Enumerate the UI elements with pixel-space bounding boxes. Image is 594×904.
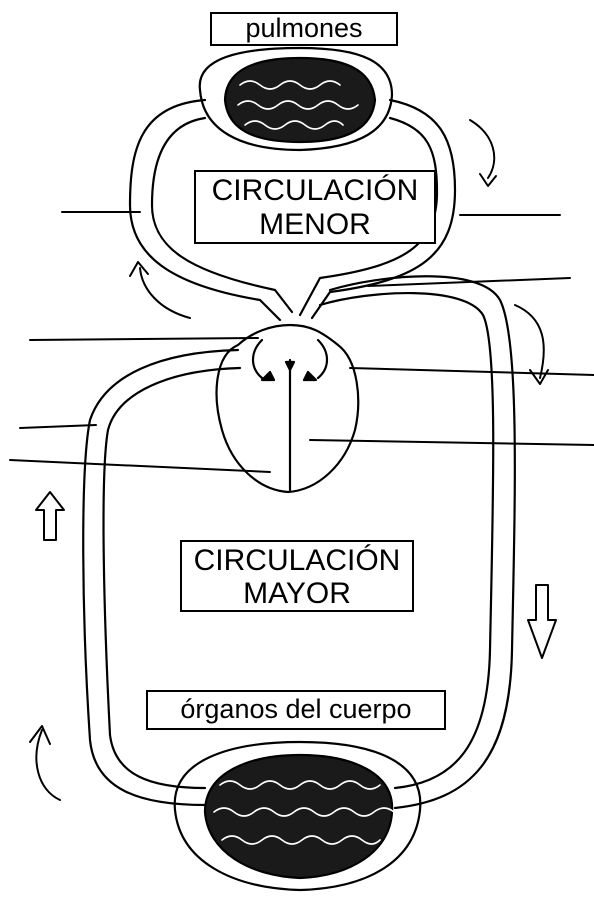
- pulmonary-artery-outer: [310, 98, 457, 320]
- pulmonary-vein-inner: [150, 116, 294, 314]
- minor-circulation-line2: MENOR: [259, 208, 371, 241]
- heart-atria: [251, 338, 329, 380]
- minor-circulation-label: CIRCULACIÓN MENOR: [194, 170, 436, 244]
- heart-valves: [260, 370, 318, 382]
- major-circulation-label: CIRCULACIÓN MAYOR: [180, 540, 414, 612]
- major-circulation-line1: CIRCULACIÓN: [193, 544, 401, 577]
- leader-line-right-4: [309, 439, 594, 446]
- heart-center-mark: [284, 360, 296, 372]
- arrow-up-left: [35, 491, 65, 541]
- lungs-label-text: pulmones: [245, 13, 363, 43]
- heart: [215, 323, 360, 494]
- organ-capillary-mass: [203, 753, 394, 880]
- lung-capillary-bed: [198, 46, 394, 152]
- leader-line-right-2: [367, 277, 571, 287]
- pulmonary-vein-outer: [128, 98, 282, 322]
- flow-arrows: [29, 119, 557, 801]
- arrow-down-right: [527, 584, 557, 659]
- arrow-return-left: [129, 261, 191, 319]
- major-circulation-line2: MAYOR: [243, 577, 351, 610]
- organ-outline: [173, 740, 422, 892]
- body-organs-label-text: órganos del cuerpo: [180, 694, 412, 724]
- lung-capillary-mass: [223, 56, 377, 144]
- minor-circulation-line1: CIRCULACIÓN: [211, 174, 419, 207]
- leader-line-left-3: [19, 424, 97, 429]
- arrow-organs-left: [29, 725, 61, 801]
- arrow-aorta-right: [514, 304, 549, 385]
- lung-outline: [198, 46, 394, 152]
- vena-cava-inner: [102, 366, 242, 790]
- heart-outline: [215, 323, 360, 494]
- leader-line-left-4: [9, 459, 271, 473]
- leader-line-right-3: [349, 367, 594, 376]
- pulmonary-circuit: [128, 98, 457, 322]
- organ-capillary-bed: [173, 740, 422, 892]
- aorta-inner: [318, 292, 495, 790]
- vena-cava-outer: [82, 348, 240, 807]
- pulmonary-artery-inner: [298, 116, 439, 317]
- systemic-circuit: [82, 275, 516, 810]
- arrow-lungs-right: [469, 119, 497, 187]
- aorta-outer: [328, 275, 516, 810]
- leader-line-left-2: [29, 337, 259, 341]
- lung-capillary-texture: [237, 80, 359, 130]
- lungs-label: pulmones: [210, 12, 398, 46]
- organ-capillary-texture: [213, 780, 395, 845]
- body-organs-label: órganos del cuerpo: [146, 690, 446, 730]
- leader-lines: [9, 211, 594, 473]
